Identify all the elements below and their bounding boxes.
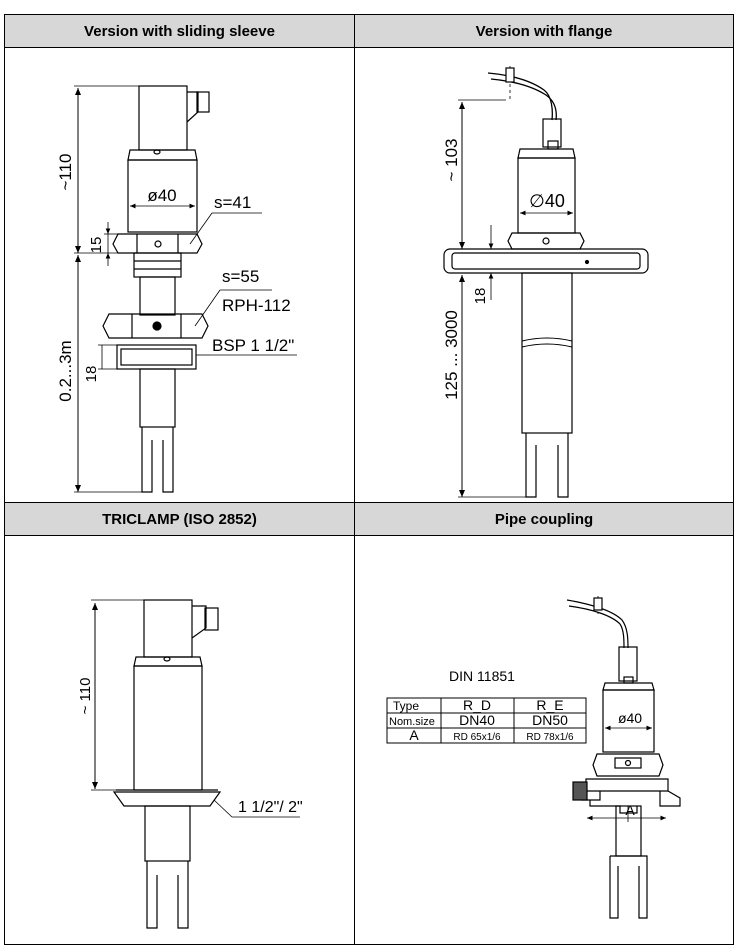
panel-flange: [354, 47, 734, 503]
clamp-size-label: 1 1/2"/ 2": [238, 799, 303, 816]
header-pipe-coupling-label: Pipe coupling: [494, 510, 594, 528]
dim-diameter-label: ø40: [618, 710, 642, 726]
coupling-union: [585, 778, 669, 792]
connector-head: [138, 85, 188, 151]
labels-flange: ~ 103 ∅40 18 125 ... 3000: [442, 138, 565, 399]
dim-length-label: 0.2...3m: [56, 340, 75, 401]
table-cell: R_D: [463, 697, 491, 713]
drawing-triclamp: [91, 599, 300, 929]
table-cell: R_E: [536, 697, 563, 713]
header-sliding-sleeve-label: Version with sliding sleeve: [84, 22, 275, 40]
dim-length-label: 125 ... 3000: [442, 310, 461, 400]
dim-height-label: ~ 103: [442, 138, 461, 181]
table-cell: DN40: [459, 712, 495, 728]
tube: [521, 272, 573, 434]
table-cell: DN50: [532, 712, 568, 728]
thread-label: BSP 1 1/2": [212, 336, 294, 355]
part-number-label: RPH-112: [222, 296, 291, 315]
dim-height-label: ~110: [56, 153, 75, 190]
labels-pipe-coupling: ø40 A: [618, 710, 642, 818]
table-cell: A: [409, 727, 419, 743]
shaft: [144, 805, 191, 862]
labels-triclamp: ~ 110 1 1/2"/ 2": [77, 678, 303, 816]
dim-18-label: 18: [83, 366, 100, 383]
hex-nut-lower: [102, 313, 209, 339]
housing-body: [602, 689, 655, 753]
dim-diameter-label: ∅40: [529, 191, 565, 211]
housing-body: [127, 159, 198, 233]
panel-sliding-sleeve: [4, 47, 355, 503]
labels-sliding-sleeve: ~110 ø40 s=41 15 s=55 RPH-112 BSP 1 1/2"…: [56, 153, 294, 401]
connector-head: [143, 599, 193, 658]
drawing-flange: [443, 66, 649, 498]
tuning-fork: [141, 427, 174, 493]
hex-nut: [507, 232, 585, 250]
header-sliding-sleeve: Version with sliding sleeve: [4, 14, 355, 48]
dim-s41-label: s=41: [214, 193, 251, 212]
table-caption: DIN 11851: [449, 668, 515, 684]
dim-diameter-label: ø40: [147, 186, 176, 205]
drawing-pipe-coupling: [566, 596, 681, 919]
clamp-flange: [112, 791, 222, 807]
tuning-fork: [146, 861, 189, 929]
dim-18-label: 18: [472, 288, 489, 305]
table-cell: RD 78x1/6: [526, 732, 574, 743]
table-cell: RD 65x1/6: [453, 732, 501, 743]
tuning-fork: [609, 855, 648, 919]
table-cell: Nom.size: [389, 716, 435, 728]
dim-s55-label: s=55: [222, 267, 259, 286]
table-cell: Type: [393, 699, 419, 713]
header-flange-label: Version with flange: [475, 22, 613, 40]
dim-a-label: A: [625, 802, 635, 818]
housing-body: [133, 665, 203, 791]
din-table: DIN 11851 Type R_D R_E Nom.size DN40 DN5…: [386, 668, 587, 744]
cable: [566, 599, 629, 649]
drawing-sliding-sleeve: [74, 85, 297, 493]
header-triclamp-label: TRICLAMP (ISO 2852): [102, 510, 257, 528]
hex-nut: [592, 753, 664, 777]
panel-pipe-coupling: [354, 535, 734, 945]
dim-height-label: ~ 110: [77, 678, 94, 715]
panel-triclamp: [4, 535, 355, 945]
dim-15-label: 15: [88, 237, 105, 254]
hex-nut-upper: [112, 233, 203, 254]
tuning-fork: [525, 433, 569, 498]
